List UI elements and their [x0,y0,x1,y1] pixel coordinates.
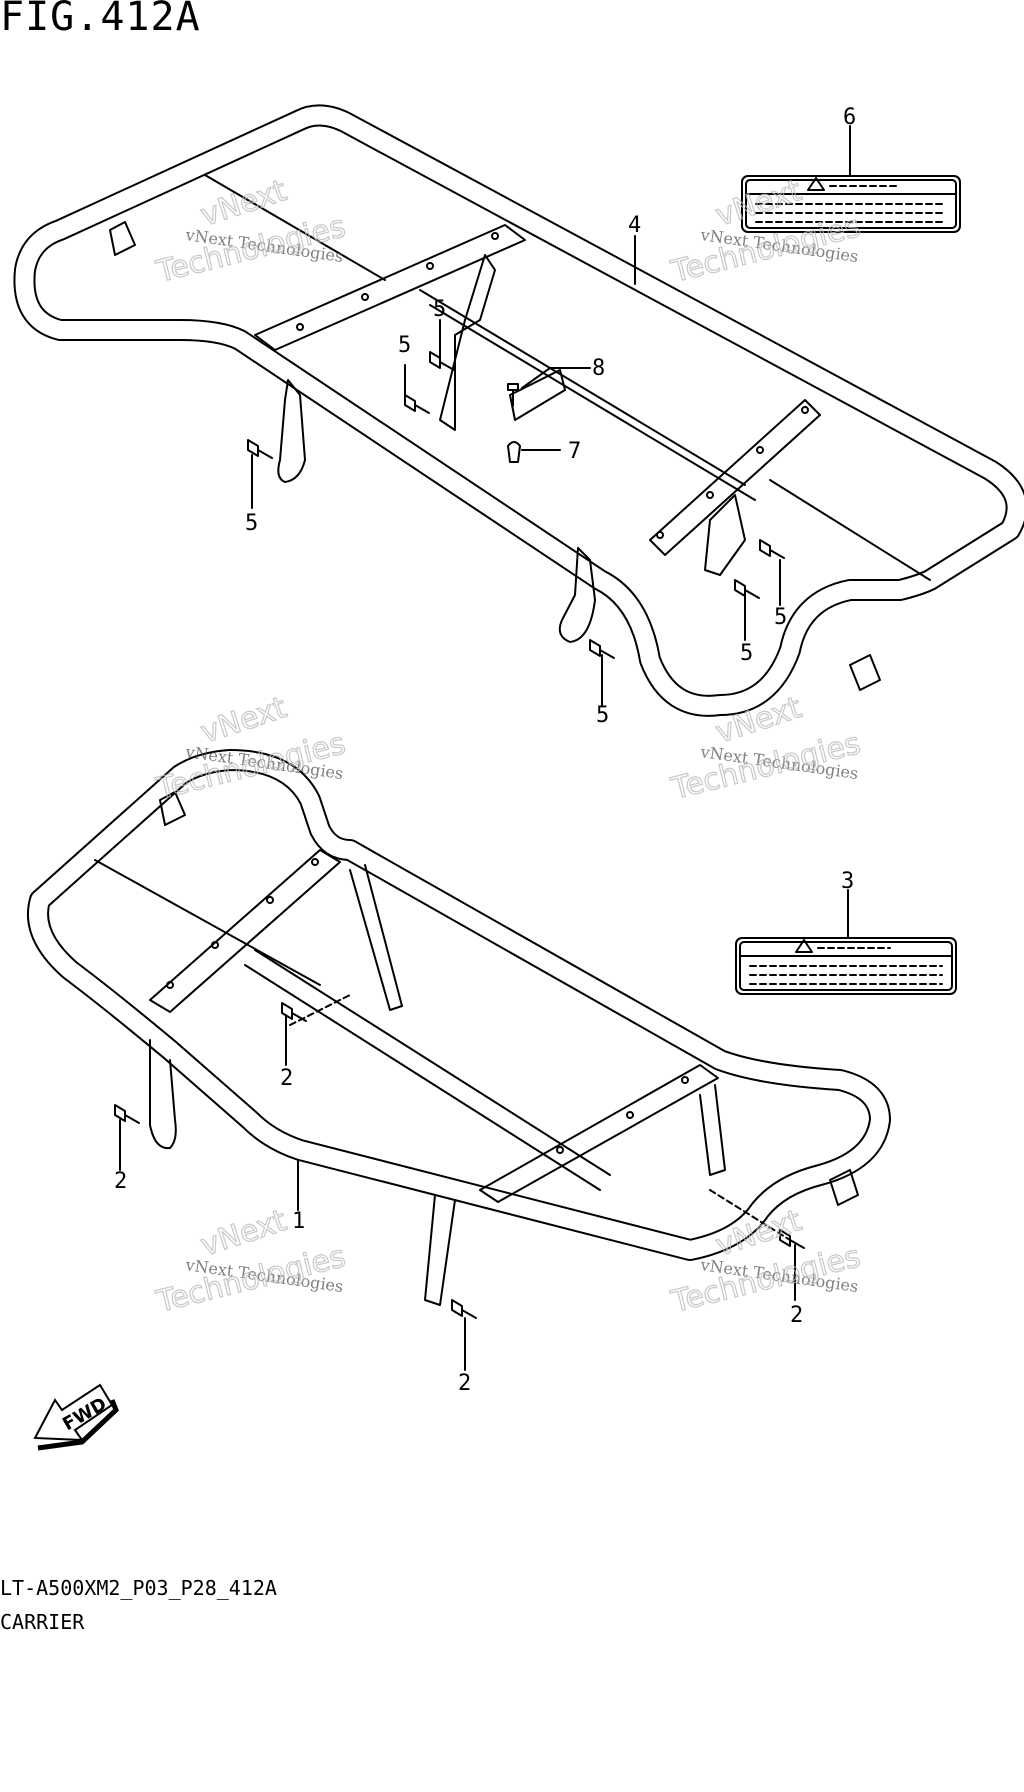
upper-carrier [13,104,1024,717]
lower-carrier [27,749,891,1306]
callout-2b: 2 [114,1169,127,1194]
svg-text:Technologies: Technologies [152,209,348,290]
callout-2d: 2 [790,1303,803,1328]
callout-5e: 5 [740,641,753,666]
svg-text:Technologies: Technologies [667,726,863,807]
caution-label-lower [735,937,957,995]
warning-triangle-icon [807,177,825,191]
svg-text:Technologies: Technologies [152,1239,348,1320]
callout-4: 4 [628,213,641,238]
figure-title: FIG.412A [0,0,201,40]
warning-triangle-icon [795,939,813,953]
callout-5d: 5 [774,605,787,630]
callout-6: 6 [843,105,856,130]
callout-8: 8 [592,356,605,381]
callout-1: 1 [292,1209,305,1234]
callout-5c: 5 [245,511,258,536]
callout-2a: 2 [280,1066,293,1091]
callout-5a: 5 [433,297,446,322]
callout-7: 7 [568,439,581,464]
leader-lines [119,125,851,1371]
callout-2c: 2 [458,1371,471,1396]
callout-3: 3 [841,869,854,894]
figure-caption: CARRIER [0,1610,85,1634]
caution-label-upper [741,175,961,233]
callout-5b: 5 [398,333,411,358]
figure-code: LT-A500XM2_P03_P28_412A [0,1576,277,1600]
callout-5f: 5 [596,703,609,728]
fwd-arrow-icon: FWD [33,1383,119,1451]
